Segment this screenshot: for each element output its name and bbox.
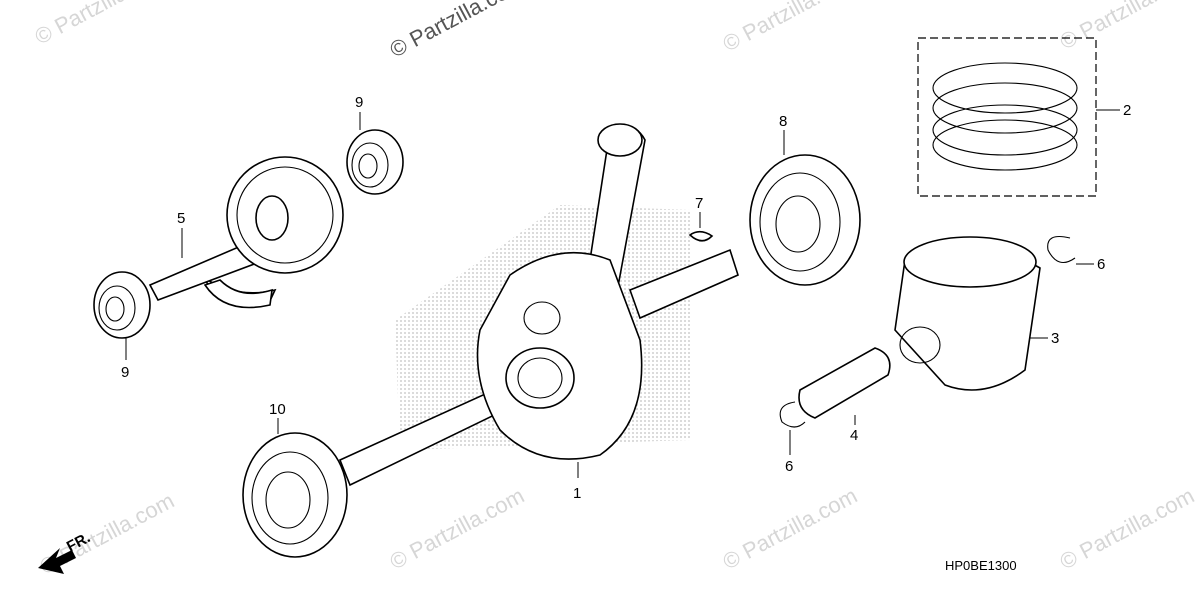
callout-1: 1 [573,485,581,502]
callout-6-lower: 6 [785,458,793,475]
part-5-balancer-shaft [148,156,344,309]
callout-4: 4 [850,427,858,444]
callout-9-lower: 9 [121,364,129,381]
front-arrow-icon [38,548,76,574]
watermark: © Partzilla.com [31,0,174,49]
watermark: © Partzilla.com [386,0,529,62]
watermark: © Partzilla.com [719,0,862,56]
part-9-bearing-lower [93,271,151,339]
callout-6-upper: 6 [1097,256,1105,273]
part-6-clip-upper [1047,235,1076,264]
part-7-key [688,230,714,242]
callout-10: 10 [269,401,286,418]
piston-ring-box [917,37,1097,197]
callout-8: 8 [779,113,787,130]
callout-2: 2 [1123,102,1131,119]
watermark: © Partzilla.com [1056,483,1199,575]
watermark: © Partzilla.com [1056,0,1199,54]
callout-7: 7 [695,195,703,212]
part-9-bearing-upper [346,129,404,195]
part-3-piston [894,236,1041,391]
part-10-bearing [242,432,348,558]
part-4-piston-pin [798,347,891,419]
leader-lines [125,109,1120,478]
callout-9-upper: 9 [355,94,363,111]
watermark: © Partzilla.com [386,483,529,575]
part-1-crankshaft [338,123,739,487]
part-6-clip-lower [779,401,806,428]
diagram-code: HP0BE1300 [945,558,1017,573]
watermark: © Partzilla.com [719,483,862,575]
part-2-piston-rings [917,37,1097,197]
part-8-bearing [749,154,861,286]
callout-3: 3 [1051,330,1059,347]
callout-5: 5 [177,210,185,227]
